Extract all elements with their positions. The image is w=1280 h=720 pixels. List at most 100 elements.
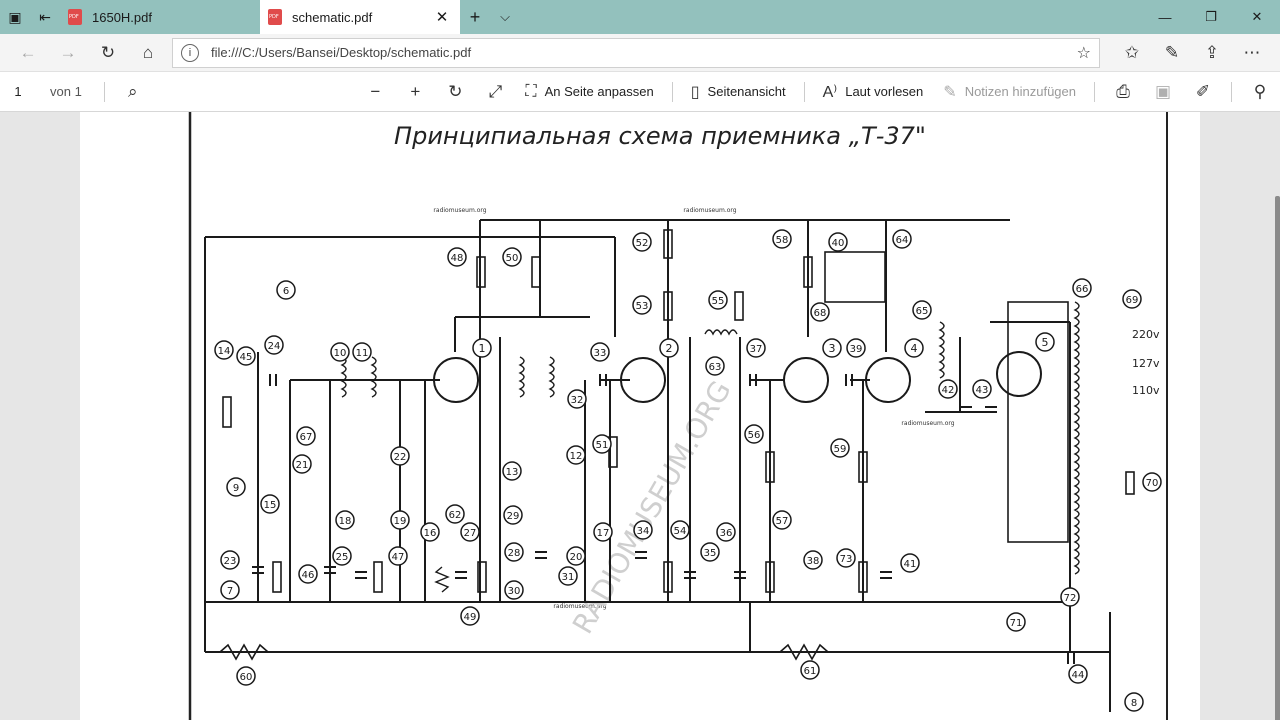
- address-field[interactable]: i file:///C:/Users/Bansei/Desktop/schema…: [172, 37, 1100, 68]
- tube-1: [433, 357, 479, 403]
- window-controls: — ❐ ✕: [1142, 0, 1280, 34]
- tab-actions-icon[interactable]: ▣: [8, 8, 22, 25]
- component-label-circle: [504, 580, 524, 600]
- component-label: 44: [1072, 670, 1085, 681]
- info-icon[interactable]: i: [181, 43, 199, 62]
- component-label-circle: [1142, 472, 1162, 492]
- browser-tools: ✩ ✎ ⇪ ⋯: [1112, 38, 1272, 68]
- component-label-circle: [632, 295, 652, 315]
- component-label: 41: [904, 559, 917, 570]
- component-label-circle: [502, 461, 522, 481]
- component-label: 66: [1076, 284, 1089, 295]
- component-label: 14: [218, 346, 231, 357]
- component-label-circle: [590, 342, 610, 362]
- favorite-star-icon[interactable]: ☆: [1076, 44, 1091, 62]
- tab-list-chevron-icon[interactable]: ⌵: [500, 9, 510, 24]
- add-notes-button[interactable]: ✎ Notizen hinzufügen: [933, 72, 1086, 112]
- divider: [803, 81, 805, 102]
- component-label: 39: [850, 344, 863, 355]
- vertical-scrollbar[interactable]: [1275, 196, 1280, 720]
- pdf-viewer[interactable]: Принципиальная схема приемника „Т-37" ra…: [0, 112, 1280, 720]
- voltage-label: 220v: [1132, 328, 1160, 341]
- component-label-circle: [938, 379, 958, 399]
- component-label-circle: [220, 580, 240, 600]
- component-label: 45: [240, 352, 253, 363]
- component-label-circle: [330, 342, 350, 362]
- component-label-circle: [504, 542, 524, 562]
- share-icon[interactable]: ⇪: [1204, 42, 1220, 62]
- window-close-icon[interactable]: ✕: [1251, 9, 1263, 24]
- pdf-page: Принципиальная схема приемника „Т-37" ra…: [80, 112, 1200, 720]
- component-label: 55: [712, 296, 725, 307]
- tab-1650h[interactable]: 1650H.pdf ✕: [60, 0, 260, 34]
- search-icon[interactable]: ⌕: [128, 81, 138, 101]
- rotate-icon[interactable]: ↻: [448, 81, 463, 101]
- tab-title: schematic.pdf: [292, 9, 373, 25]
- voltage-label: 127v: [1132, 357, 1160, 370]
- print-icon[interactable]: ⎙: [1116, 81, 1130, 101]
- refresh-icon[interactable]: ↻: [100, 42, 116, 62]
- favorites-icon[interactable]: ✩: [1124, 42, 1140, 62]
- component-label-circle: [1006, 612, 1026, 632]
- component-label-circle: [708, 290, 728, 310]
- pdf-toolbar: 1 von 1 ⌕ − + ↻ ⤢ ⛶ An Seite anpassen ▯ …: [0, 72, 1280, 112]
- component-label: 24: [268, 341, 281, 352]
- component-label: 25: [336, 552, 349, 563]
- component-label: 61: [804, 666, 817, 677]
- component-label: 34: [637, 526, 650, 537]
- page-number-input[interactable]: 1: [14, 84, 22, 99]
- component-label: 37: [750, 344, 763, 355]
- zoom-in-icon[interactable]: +: [410, 81, 421, 101]
- component-label: 28: [508, 548, 521, 559]
- save-icon[interactable]: ▣: [1154, 81, 1172, 101]
- divider: [671, 81, 673, 102]
- component-label: 65: [916, 306, 929, 317]
- page-count: von 1: [50, 84, 82, 99]
- component-label-circle: [558, 566, 578, 586]
- set-aside-tabs-icon[interactable]: ⇤: [39, 8, 51, 25]
- divider: [1094, 81, 1095, 102]
- minimize-icon[interactable]: —: [1158, 9, 1172, 25]
- restore-icon[interactable]: ❐: [1205, 9, 1217, 24]
- component-label: 53: [636, 301, 649, 312]
- page-view-button[interactable]: ▯ Seitenansicht: [681, 72, 796, 112]
- tube-label: 3: [829, 342, 836, 355]
- pin-toolbar-icon[interactable]: ⚲: [1253, 81, 1267, 101]
- close-tab-icon[interactable]: ✕: [435, 9, 449, 26]
- component-label: 30: [508, 586, 521, 597]
- component-label: 62: [449, 510, 462, 521]
- component-label-circle: [705, 356, 725, 376]
- back-icon[interactable]: ←: [19, 42, 37, 62]
- tube-label: 1: [479, 342, 486, 355]
- home-icon[interactable]: ⌂: [142, 42, 154, 62]
- more-icon[interactable]: ⋯: [1243, 42, 1261, 62]
- forward-icon[interactable]: →: [59, 42, 77, 62]
- fit-page-button[interactable]: ⛶ An Seite anpassen: [515, 72, 663, 112]
- zoom-out-icon[interactable]: −: [370, 81, 381, 101]
- save-as-icon[interactable]: ✐: [1195, 81, 1211, 101]
- component-label: 18: [339, 516, 352, 527]
- component-label: 59: [834, 444, 847, 455]
- new-tab-icon[interactable]: +: [469, 6, 481, 27]
- component-label-circle: [972, 379, 992, 399]
- component-label: 71: [1010, 618, 1023, 629]
- pen-icon[interactable]: ✎: [1164, 42, 1180, 62]
- component-label-circle: [460, 522, 480, 542]
- component-label: 58: [776, 235, 789, 246]
- component-label: 33: [594, 348, 607, 359]
- component-label-circle: [214, 340, 234, 360]
- fullscreen-icon[interactable]: ⤢: [488, 81, 503, 101]
- component-label: 13: [506, 467, 519, 478]
- component-label: 57: [776, 516, 789, 527]
- component-label-circle: [1124, 692, 1144, 712]
- tube-label-circle: [472, 338, 492, 358]
- schematic-drawing: Принципиальная схема приемника „Т-37" ra…: [188, 112, 1168, 720]
- tab-schematic[interactable]: schematic.pdf ✕: [260, 0, 460, 34]
- read-aloud-button[interactable]: A⁾ Laut vorlesen: [813, 72, 934, 112]
- component-label-circle: [276, 280, 296, 300]
- component-label-circle: [566, 445, 586, 465]
- component-label: 21: [296, 460, 309, 471]
- tube-label: 2: [666, 342, 673, 355]
- pdf-file-icon: [268, 9, 282, 25]
